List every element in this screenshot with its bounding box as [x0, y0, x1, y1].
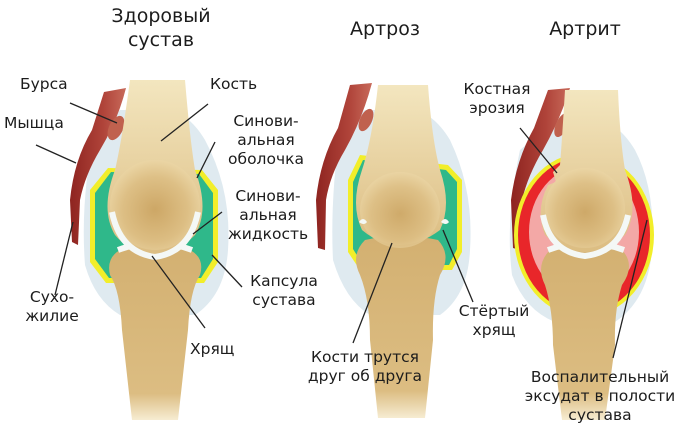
title-healthy-joint: Здоровый сустав: [111, 5, 211, 51]
label-muscle: Мышца: [4, 114, 64, 132]
label-joint-capsule: Капсула сустава: [250, 272, 318, 309]
label-tendon: Сухо- жилие: [25, 288, 79, 325]
label-worn-cartilage: Стёртый хрящ: [458, 302, 530, 339]
label-synovial-fluid: Синови- альная жидкость: [227, 187, 309, 243]
label-bones-rub-together: Кости трутся друг об друга: [307, 348, 423, 385]
label-bone-erosion: Костная эрозия: [463, 80, 531, 117]
label-synovial-membrane: Синови- альная оболочка: [228, 112, 304, 168]
healthy-joint-drawing: [70, 80, 229, 420]
leader-lines: [35, 102, 648, 359]
label-bursa: Бурса: [20, 75, 68, 93]
title-arthritis: Артрит: [549, 18, 621, 40]
arthritis-joint-drawing: [509, 88, 654, 420]
label-cartilage: Хрящ: [190, 340, 235, 358]
label-bone: Кость: [210, 75, 258, 93]
arthrosis-joint-drawing: [316, 83, 471, 418]
label-inflammatory-exudate: Воспалительный эксудат в полости сустава: [524, 368, 676, 424]
title-arthrosis: Артроз: [350, 18, 420, 40]
